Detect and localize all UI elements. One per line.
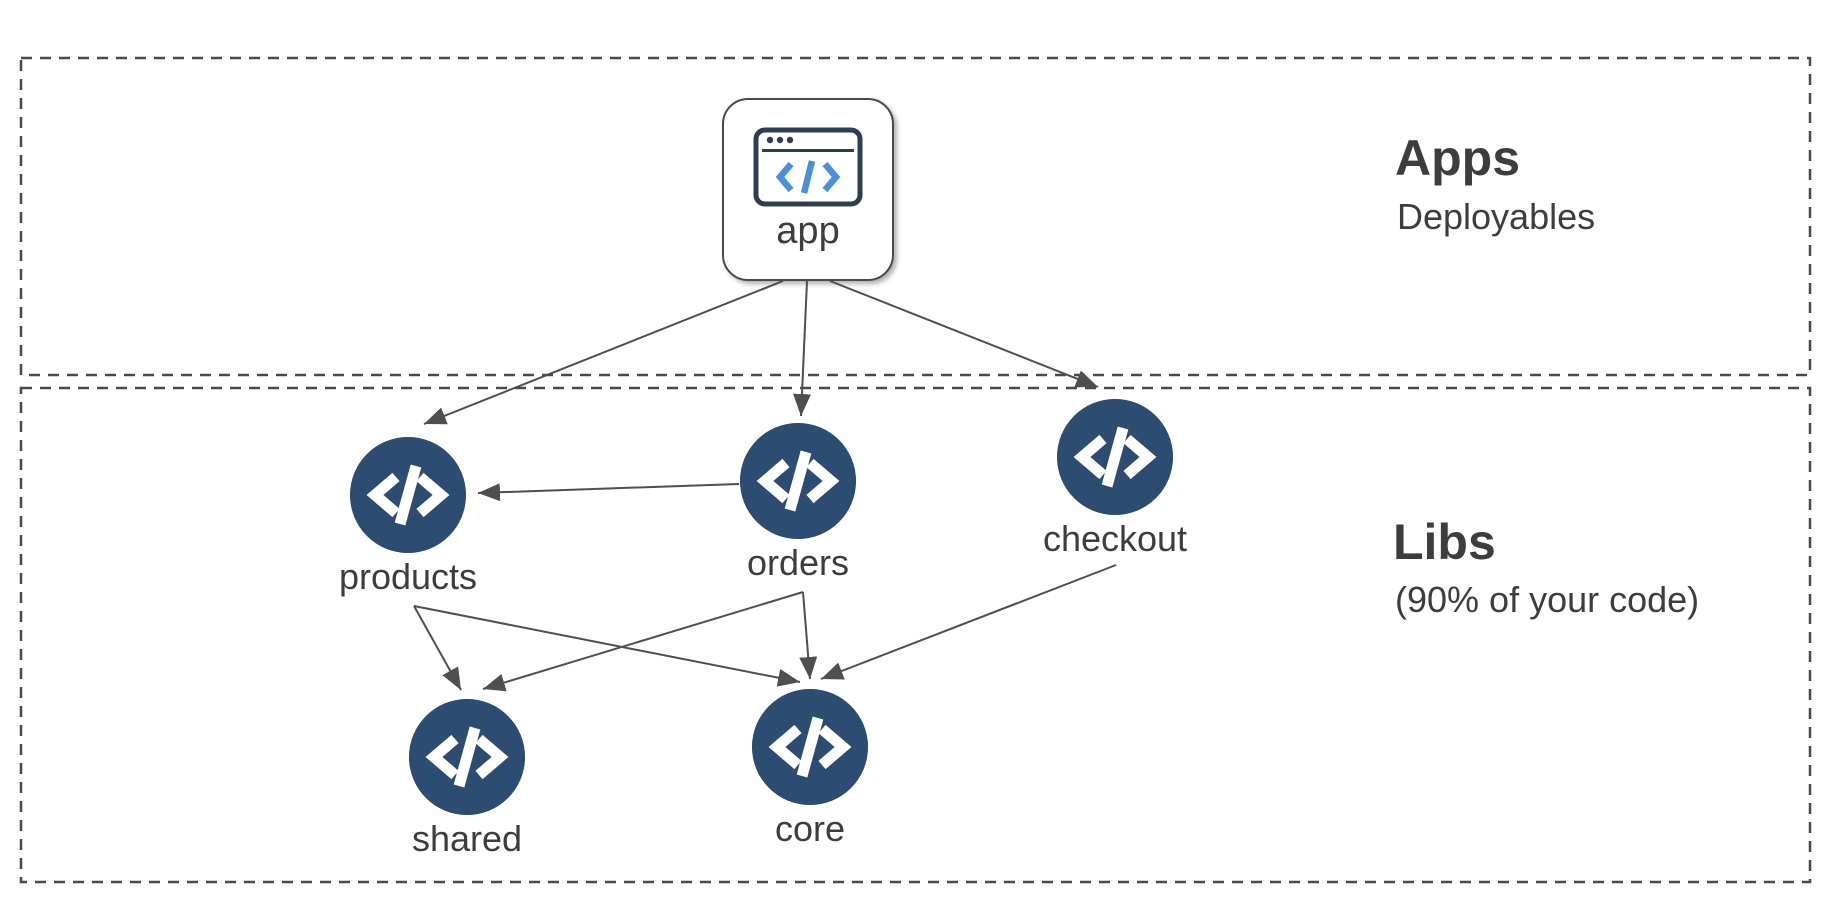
node-orders-label: orders xyxy=(746,542,850,583)
code-icon xyxy=(752,689,868,805)
edge-app-to-orders xyxy=(792,280,811,417)
apps-section-subtitle: Deployables xyxy=(1397,196,1596,237)
edge-products-to-shared xyxy=(413,605,462,691)
libs-section-subtitle: (90% of your code) xyxy=(1395,579,1700,620)
edge-app-to-products xyxy=(423,280,784,425)
node-orders: orders xyxy=(698,423,898,583)
apps-section-box xyxy=(19,56,1812,377)
node-shared: shared xyxy=(367,699,567,859)
edge-app-to-checkout xyxy=(829,280,1099,388)
node-app-label: app xyxy=(776,210,840,252)
node-checkout: checkout xyxy=(1015,399,1215,559)
edge-orders-to-core xyxy=(799,591,818,680)
libs-section-title: Libs xyxy=(1393,514,1496,570)
apps-section-title: Apps xyxy=(1395,130,1520,186)
code-icon xyxy=(740,423,856,539)
code-icon xyxy=(350,437,466,553)
node-checkout-label: checkout xyxy=(1042,518,1188,559)
node-app: app xyxy=(722,98,894,281)
code-icon xyxy=(1057,399,1173,515)
edge-orders-to-shared xyxy=(482,591,804,692)
node-core: core xyxy=(710,689,910,849)
node-products: products xyxy=(308,437,508,597)
node-core-label: core xyxy=(774,808,846,849)
code-icon xyxy=(409,699,525,815)
edge-orders-to-products xyxy=(477,483,740,502)
node-shared-label: shared xyxy=(411,818,523,859)
edge-products-to-core xyxy=(413,605,801,687)
edge-checkout-to-core xyxy=(820,564,1117,680)
browser-code-icon xyxy=(753,127,863,207)
libs-section-box xyxy=(19,386,1812,884)
node-products-label: products xyxy=(338,556,478,597)
